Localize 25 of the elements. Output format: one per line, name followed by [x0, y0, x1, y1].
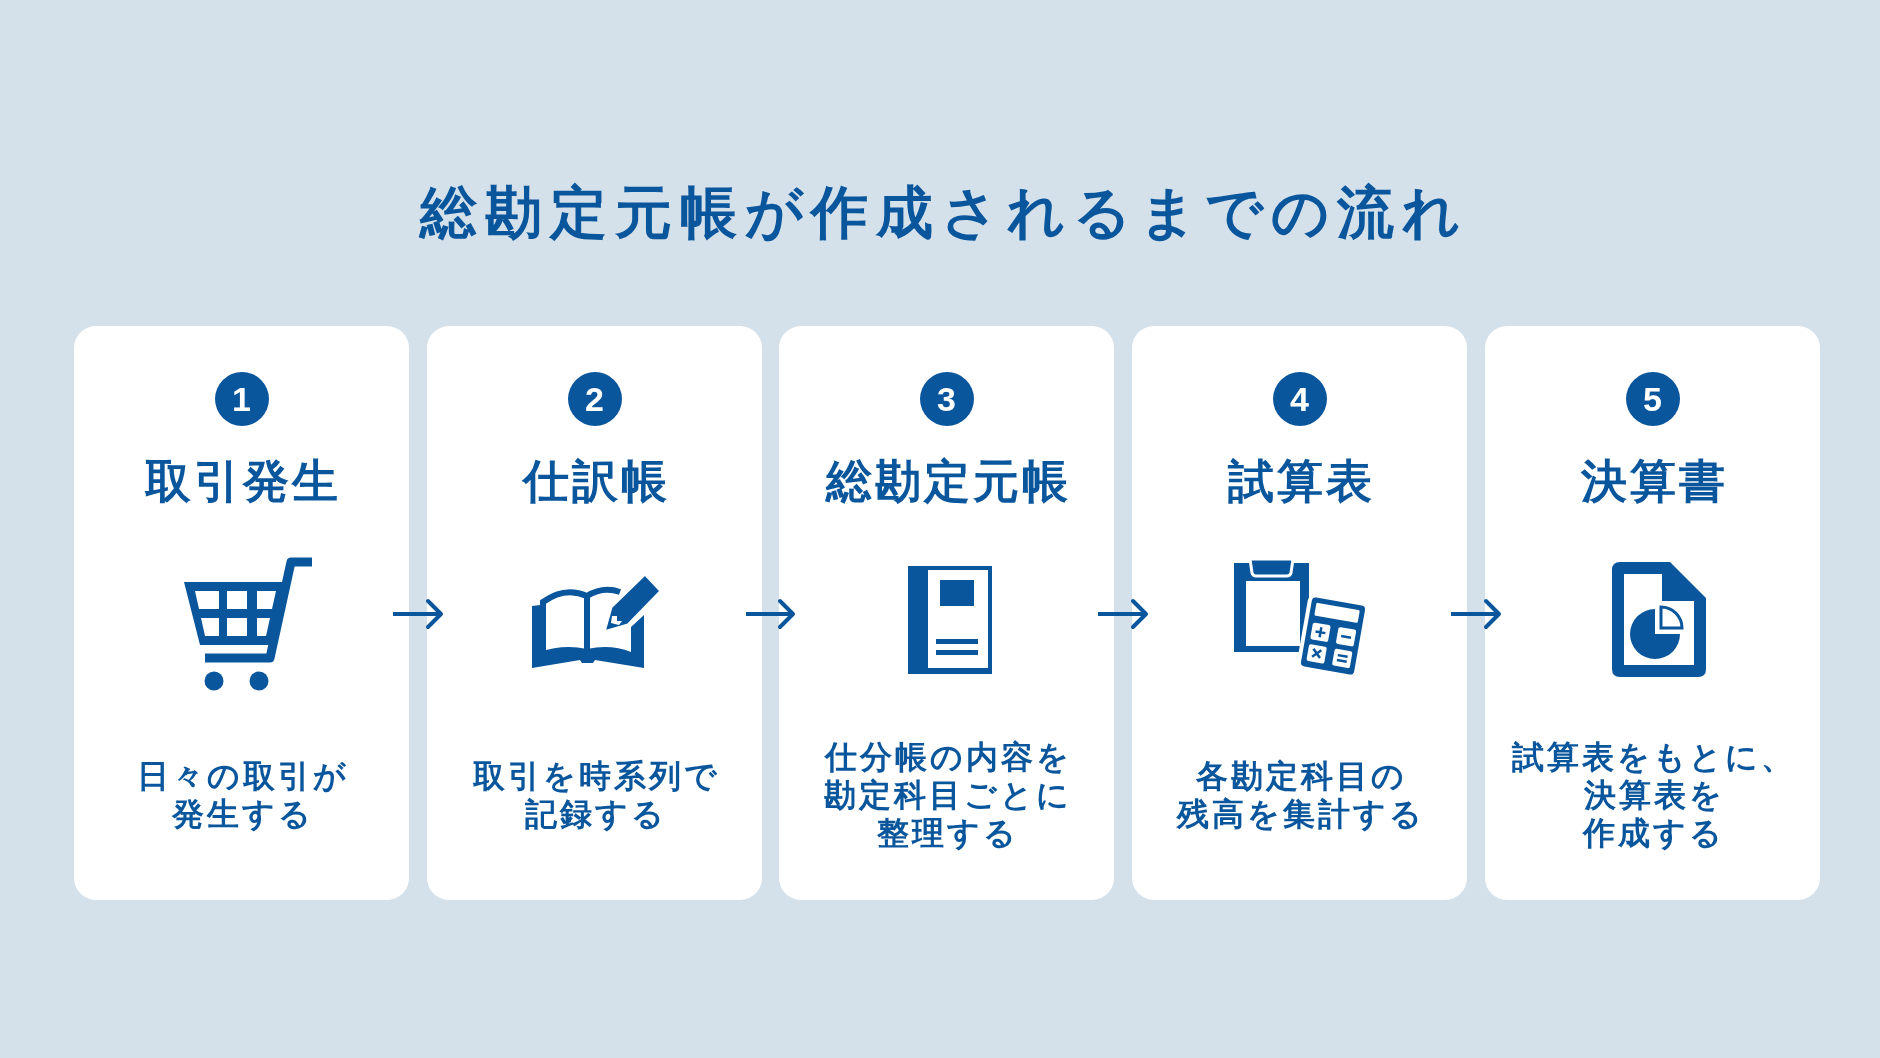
arrow — [746, 599, 795, 629]
step-description: 試算表をもとに、決算表を作成する — [1511, 738, 1796, 852]
step-heading: 取引発生 — [143, 454, 341, 510]
step-description: 取引を時系列で記録する — [471, 757, 720, 833]
step-heading: 総勘定元帳 — [824, 454, 1071, 510]
step-heading: 試算表 — [1226, 454, 1375, 510]
step-card — [74, 326, 409, 900]
step-heading: 決算書 — [1579, 454, 1728, 510]
arrow — [1451, 599, 1501, 629]
step-heading: 仕訳帳 — [521, 454, 670, 510]
arrow — [393, 599, 443, 629]
step-number-badge: 4 — [1272, 372, 1327, 426]
step-number-badge: 1 — [214, 372, 269, 426]
step-card — [1132, 326, 1467, 900]
step-description: 各勘定科目の残高を集計する — [1175, 757, 1425, 833]
title: 総勘定元帳が作成されるまでの流れ — [418, 178, 1468, 246]
step-card — [427, 326, 762, 900]
step-number-badge: 3 — [919, 372, 974, 426]
step-card — [779, 326, 1114, 900]
arrow — [1098, 599, 1148, 629]
step-description: 日々の取引が発生する — [136, 757, 349, 833]
step-description: 仕分帳の内容を勘定科目ごとに整理する — [823, 738, 1072, 852]
step-number-badge: 2 — [567, 372, 622, 426]
step-number-badge: 5 — [1625, 372, 1680, 426]
step-card — [1485, 326, 1820, 900]
